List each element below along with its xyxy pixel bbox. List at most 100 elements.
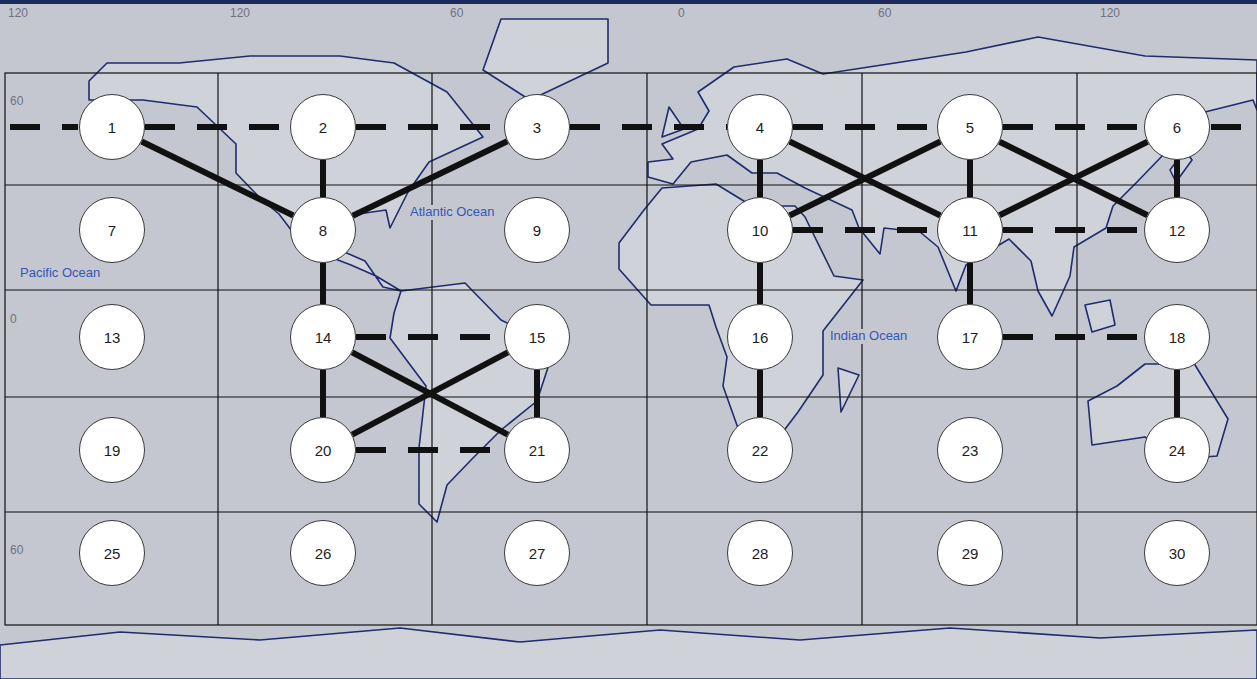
axis-label: 60 xyxy=(8,544,25,558)
grid xyxy=(5,73,1257,625)
route-link xyxy=(352,352,508,434)
madagascar xyxy=(838,368,859,412)
node-number: 23 xyxy=(962,442,979,459)
wrap-stub xyxy=(1211,124,1257,130)
ocean-label: Indian Ocean xyxy=(828,329,909,344)
grid-node: 8 xyxy=(290,197,356,263)
grid-node: 20 xyxy=(290,417,356,483)
axis-label: 0 xyxy=(676,7,687,21)
node-number: 7 xyxy=(108,222,116,239)
grid-line xyxy=(217,73,218,625)
node-number: 5 xyxy=(966,119,974,136)
grid-line xyxy=(5,396,1257,397)
route-link xyxy=(1000,142,1148,216)
axis-label: 60 xyxy=(876,7,893,21)
route-link xyxy=(793,124,937,130)
axis-label: 120 xyxy=(228,7,252,21)
grid-line xyxy=(5,289,1257,290)
grid-node: 19 xyxy=(79,417,145,483)
route-link xyxy=(352,352,508,434)
grid-node: 21 xyxy=(504,417,570,483)
route-link xyxy=(967,263,973,304)
node-number: 6 xyxy=(1173,119,1181,136)
grid-node: 9 xyxy=(504,197,570,263)
grid-node: 5 xyxy=(937,94,1003,160)
node-number: 12 xyxy=(1169,222,1186,239)
node-number: 13 xyxy=(104,329,121,346)
grid-node: 26 xyxy=(290,520,356,586)
grid-line xyxy=(431,73,432,625)
route-link xyxy=(1000,142,1148,216)
node-number: 18 xyxy=(1169,329,1186,346)
node-number: 17 xyxy=(962,329,979,346)
grid-node: 2 xyxy=(290,94,356,160)
grid-node: 30 xyxy=(1144,520,1210,586)
route-link xyxy=(793,227,937,233)
route-link xyxy=(142,141,294,215)
ocean-label: Pacific Ocean xyxy=(18,266,102,281)
node-number: 1 xyxy=(108,119,116,136)
node-number: 10 xyxy=(752,222,769,239)
grid-node: 10 xyxy=(727,197,793,263)
wrap-stubs xyxy=(10,124,1257,130)
axis-label: 60 xyxy=(8,95,25,109)
route-link xyxy=(1174,370,1180,417)
route-link xyxy=(790,142,941,216)
node-number: 9 xyxy=(533,222,541,239)
route-link xyxy=(320,160,326,197)
grid-node: 12 xyxy=(1144,197,1210,263)
route-link xyxy=(967,160,973,197)
route-link xyxy=(790,142,941,216)
grid-node: 25 xyxy=(79,520,145,586)
node-number: 4 xyxy=(756,119,764,136)
grid-node: 28 xyxy=(727,520,793,586)
route-link xyxy=(145,124,290,130)
grid-node: 23 xyxy=(937,417,1003,483)
greenland xyxy=(483,19,608,100)
route-link xyxy=(356,124,504,130)
grid-node: 3 xyxy=(504,94,570,160)
ocean-label: Atlantic Ocean xyxy=(408,205,497,220)
node-number: 26 xyxy=(315,545,332,562)
node-number: 19 xyxy=(104,442,121,459)
grid-frame xyxy=(5,73,1257,625)
grid-node: 7 xyxy=(79,197,145,263)
grid-node: 17 xyxy=(937,304,1003,370)
grid-line xyxy=(1076,73,1077,625)
route-link xyxy=(1003,227,1144,233)
route-link xyxy=(356,447,504,453)
axis-label: 60 xyxy=(448,7,465,21)
grid-node: 22 xyxy=(727,417,793,483)
borneo xyxy=(1085,300,1115,332)
node-number: 29 xyxy=(962,545,979,562)
route-link xyxy=(1003,334,1144,340)
africa xyxy=(619,184,863,445)
node-number: 14 xyxy=(315,329,332,346)
node-number: 27 xyxy=(529,545,546,562)
grid-node: 4 xyxy=(727,94,793,160)
north-america xyxy=(89,56,483,291)
grid-node: 14 xyxy=(290,304,356,370)
route-link xyxy=(320,370,326,417)
node-number: 24 xyxy=(1169,442,1186,459)
node-number: 8 xyxy=(319,222,327,239)
route-link xyxy=(757,263,763,304)
route-link xyxy=(1174,160,1180,197)
route-link xyxy=(356,334,504,340)
grid-node: 29 xyxy=(937,520,1003,586)
grid-node: 16 xyxy=(727,304,793,370)
axis-label: 120 xyxy=(1098,7,1122,21)
node-number: 16 xyxy=(752,329,769,346)
grid-node: 6 xyxy=(1144,94,1210,160)
grid-node: 24 xyxy=(1144,417,1210,483)
top-strip xyxy=(0,0,1257,4)
antarctica xyxy=(0,628,1257,679)
grid-line xyxy=(861,73,862,625)
coastlines xyxy=(0,19,1257,679)
grid-node: 18 xyxy=(1144,304,1210,370)
node-number: 21 xyxy=(529,442,546,459)
britain xyxy=(662,107,684,137)
